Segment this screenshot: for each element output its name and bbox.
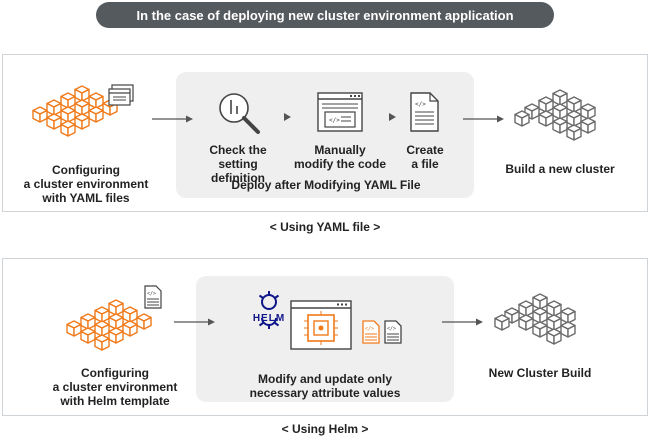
orange-file-icon: </> xyxy=(362,320,380,344)
yaml-source-line-3: with YAML files xyxy=(42,191,130,205)
step-create-label: Create a file xyxy=(385,143,465,171)
yaml-source-line-2: a cluster environment xyxy=(23,177,149,191)
svg-text:</>: </> xyxy=(147,291,156,297)
helm-logo-text: HELM xyxy=(252,313,286,324)
yaml-caption: < Using YAML file > xyxy=(269,220,381,234)
yaml-group-label: Deploy after Modifying YAML File xyxy=(231,178,421,192)
step-modify-label: Manually modify the code xyxy=(290,143,390,171)
template-file-icon: </> xyxy=(144,285,162,309)
helm-source-line-3: with Helm template xyxy=(60,394,170,408)
window-stack-icon xyxy=(108,84,134,106)
arrow-right-icon xyxy=(463,115,504,123)
code-window-icon: </> xyxy=(317,92,363,132)
helm-source-line-1: Configuring xyxy=(81,366,149,380)
config-window-icon xyxy=(290,300,352,350)
svg-text:</>: </> xyxy=(329,117,340,124)
small-arrow-icon xyxy=(284,113,291,121)
gray-file-icon: </> xyxy=(384,320,402,344)
magnifier-icon xyxy=(219,93,260,134)
helm-group-label: Modify and update only necessary attribu… xyxy=(205,372,445,400)
gray-cube-cluster-icon xyxy=(514,89,596,141)
helm-wheel-icon xyxy=(258,291,280,329)
svg-text:</>: </> xyxy=(365,326,374,332)
gray-cube-cluster-icon xyxy=(494,293,576,345)
file-icon: </> xyxy=(410,92,439,132)
helm-group-line-1: Modify and update only xyxy=(258,372,392,386)
helm-result-label: New Cluster Build xyxy=(488,366,592,380)
yaml-source-label: Configuring a cluster environment with Y… xyxy=(12,163,160,205)
page-title: In the case of deploying new cluster env… xyxy=(96,2,554,28)
svg-text:</>: </> xyxy=(387,326,396,332)
step-check-line-1: Check the setting xyxy=(209,143,267,171)
helm-source-label: Configuring a cluster environment with H… xyxy=(40,366,190,408)
helm-source-line-2: a cluster environment xyxy=(52,380,178,394)
helm-caption: < Using Helm > xyxy=(281,422,369,436)
helm-group-line-2: necessary attribute values xyxy=(249,386,401,400)
small-arrow-icon xyxy=(389,113,396,121)
step-modify-line-1: Manually xyxy=(314,143,366,157)
arrow-right-icon xyxy=(174,318,215,326)
svg-text:</>: </> xyxy=(415,101,426,108)
step-check-label: Check the setting definition xyxy=(188,143,288,185)
arrow-right-icon xyxy=(442,318,483,326)
arrow-right-icon xyxy=(152,115,193,123)
yaml-source-line-1: Configuring xyxy=(52,163,120,177)
step-create-line-1: Create xyxy=(406,143,444,157)
step-modify-line-2: modify the code xyxy=(293,157,386,171)
yaml-result-label: Build a new cluster xyxy=(505,162,615,176)
step-create-line-2: a file xyxy=(411,157,439,171)
step-check-line-2: definition xyxy=(211,171,265,185)
